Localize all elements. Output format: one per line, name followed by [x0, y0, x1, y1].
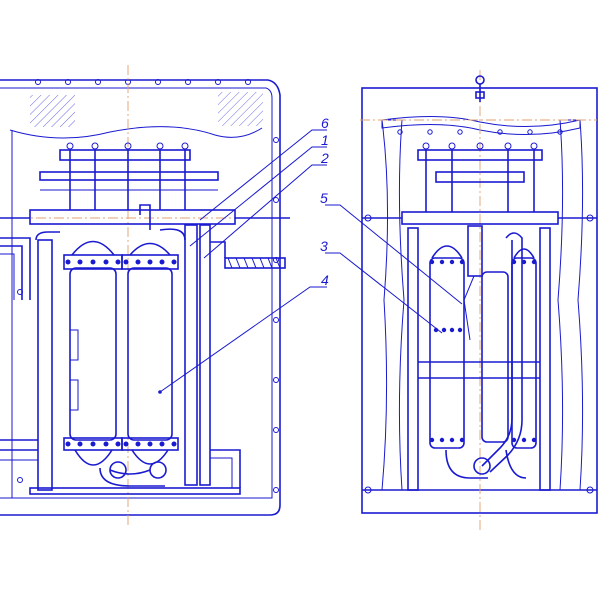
callout-2: 2: [320, 150, 329, 166]
insulation-right: [557, 119, 584, 491]
riser-pipes: [99, 204, 241, 488]
callout-1: 1: [321, 132, 329, 148]
left-base: [29, 487, 241, 495]
leader-lines: [158, 129, 463, 394]
top-eyebolt: [475, 75, 485, 102]
left-view: [0, 65, 290, 525]
hatch-top-left: [30, 95, 75, 127]
left-housing-outline: [0, 79, 281, 516]
side-nozzle: [210, 241, 286, 269]
side-bolts: [17, 137, 279, 493]
right-top-bolts: [397, 129, 563, 135]
column-right: [121, 242, 179, 465]
top-frame: [0, 142, 290, 225]
callout-5: 5: [320, 190, 328, 206]
callouts: 6 1 2 5 3 4: [320, 115, 329, 288]
insulation-top: [381, 115, 581, 136]
left-piping: [0, 231, 60, 491]
right-vessels: [407, 225, 551, 491]
insulation-left: [381, 119, 405, 491]
callout-3: 3: [320, 238, 328, 254]
top-bolts: [35, 79, 251, 85]
right-frame: [362, 142, 597, 494]
callout-4: 4: [321, 272, 329, 288]
column-left: [63, 240, 123, 466]
hatch-top-right: [218, 92, 263, 126]
callout-6: 6: [321, 115, 329, 131]
right-view: [360, 70, 598, 530]
